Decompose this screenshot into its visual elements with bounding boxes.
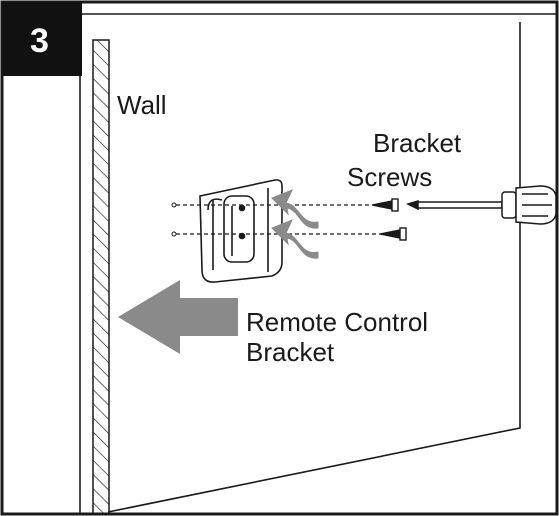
screws-label-line2: Screws bbox=[347, 162, 432, 192]
wall-label: Wall bbox=[117, 90, 167, 120]
step-badge: 3 bbox=[2, 2, 82, 76]
wall-section bbox=[93, 40, 109, 514]
step-number: 3 bbox=[30, 22, 49, 60]
bracket-label-line1: Remote Control bbox=[246, 307, 428, 337]
screws-label-line1: Bracket bbox=[373, 128, 462, 158]
remote-control-bracket-icon bbox=[200, 180, 282, 282]
bracket-label-line2: Bracket bbox=[246, 337, 335, 367]
